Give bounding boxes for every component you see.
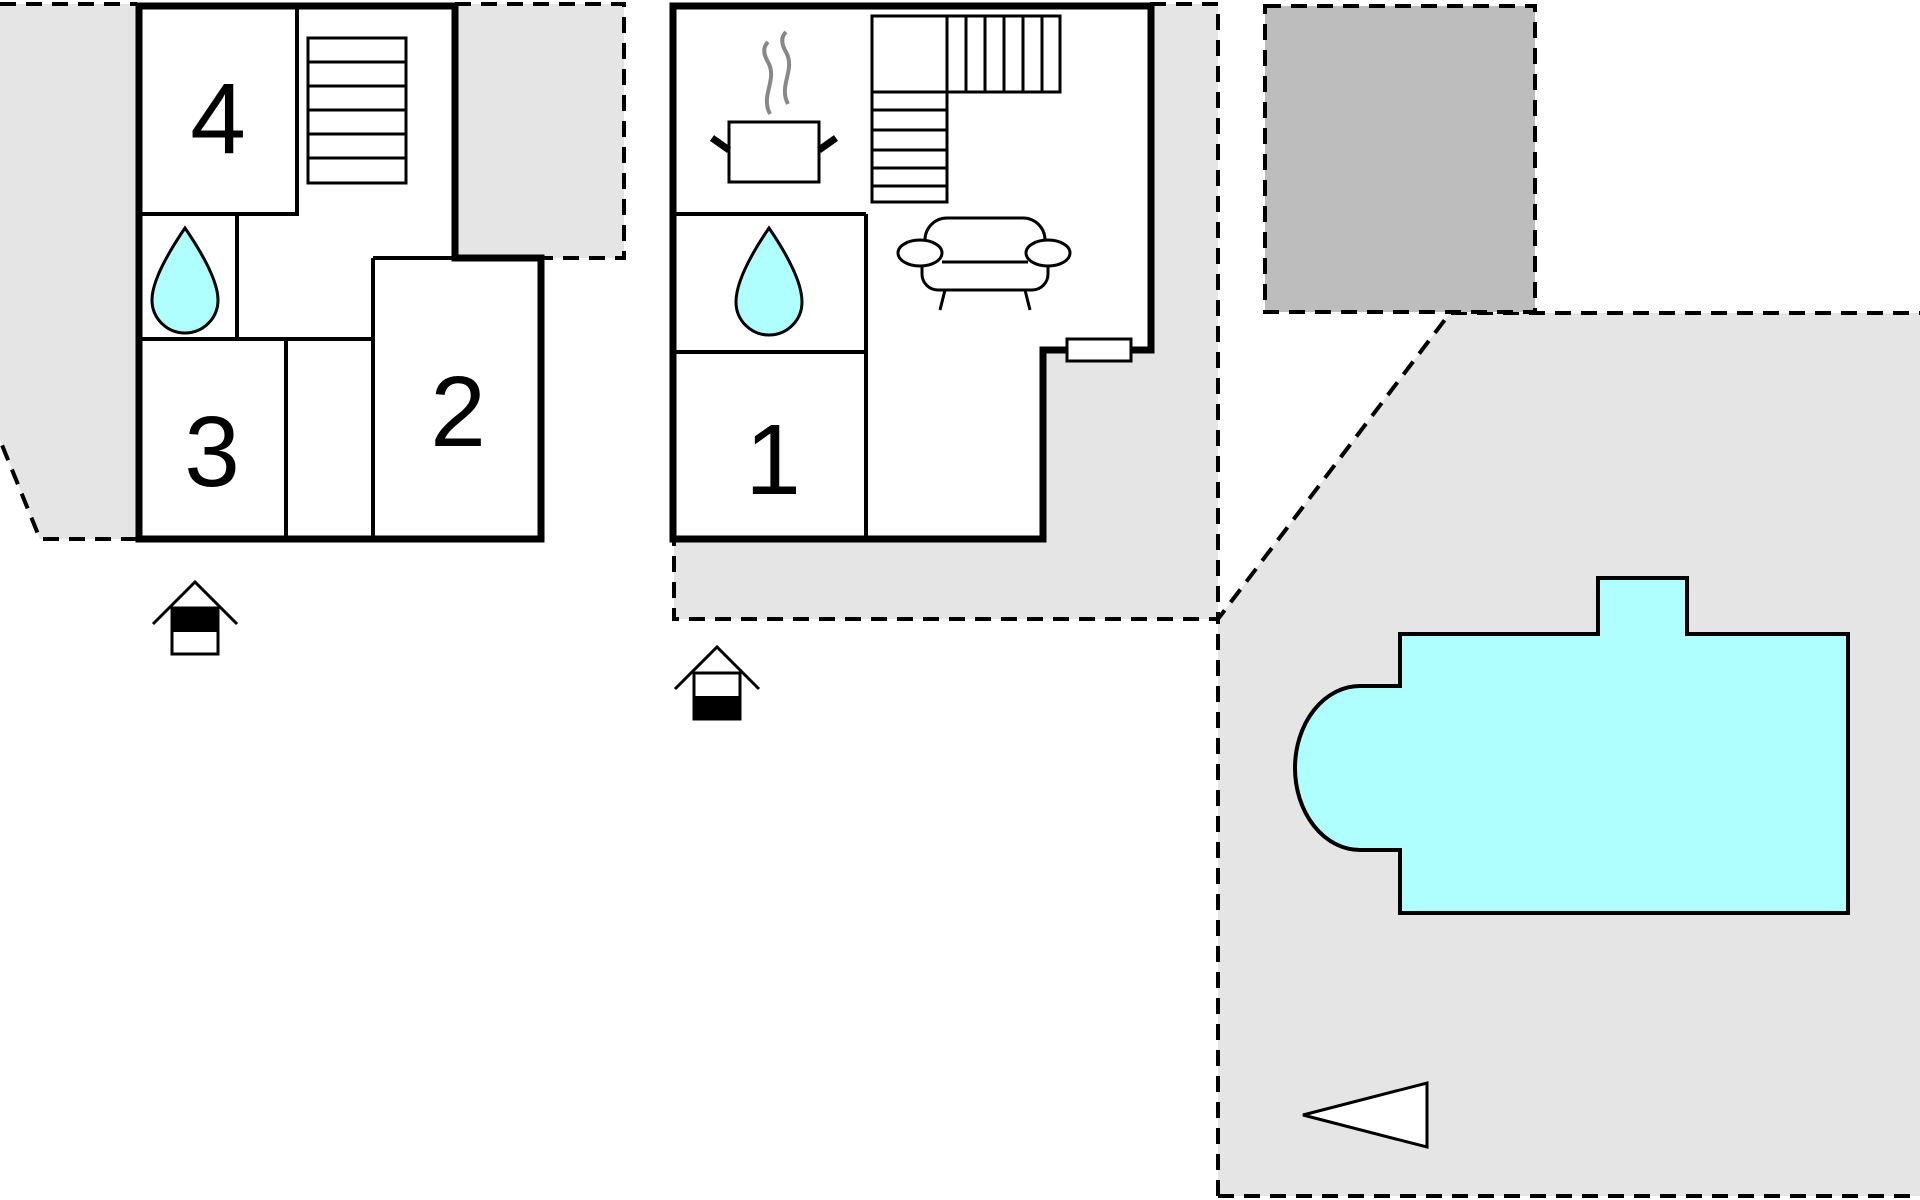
left-terrace-border (0, 2, 137, 541)
room-label-3: 3 (184, 396, 240, 508)
left-house-outer-wall (135, 2, 545, 543)
kitchen-pot-icon (709, 30, 839, 184)
upper-terrace-border (455, 2, 626, 260)
right-house (669, 2, 1155, 543)
left-house (135, 2, 545, 543)
left-house-interior-walls (139, 6, 455, 539)
bathroom-water-drop-icon (150, 225, 220, 335)
room-labels: 4 2 3 1 (184, 63, 801, 516)
room-label-1: 1 (745, 404, 801, 516)
room-label-4: 4 (190, 63, 246, 175)
entrance-icon (151, 579, 239, 656)
shed (1263, 4, 1537, 314)
staircase-icon (306, 36, 408, 185)
fireplace-icon (1065, 337, 1133, 363)
bathroom-water-drop-icon (734, 225, 804, 337)
north-arrow-icon (1302, 1081, 1429, 1149)
upper-terrace (455, 4, 624, 258)
left-terrace (0, 4, 137, 539)
swimming-pool (1293, 576, 1850, 915)
room-label-2: 2 (430, 356, 486, 468)
entrance-icon (673, 644, 761, 721)
middle-terrace (674, 4, 1218, 619)
sofa-icon (896, 216, 1072, 311)
staircase-icon (870, 14, 1062, 204)
pool-garden-border (1216, 311, 1920, 1198)
right-house-interior-walls (673, 212, 868, 539)
